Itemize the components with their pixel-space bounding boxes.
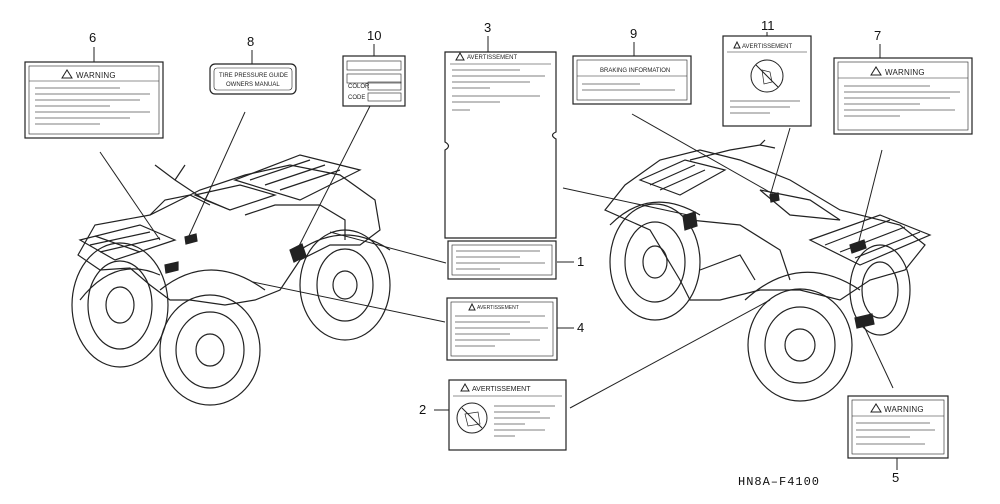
label-10-code: CODE bbox=[348, 95, 365, 101]
label-3-avertissement: AVERTISSEMENT bbox=[444, 51, 557, 239]
label-6-title: WARNING bbox=[76, 71, 116, 80]
label-8-line2: OWNERS MANUAL bbox=[226, 82, 280, 88]
label-7-title: WARNING bbox=[885, 68, 925, 77]
label-6-warning: WARNING bbox=[24, 61, 164, 139]
label-8-tire-pressure: TIRE PRESSURE GUIDE OWNERS MANUAL bbox=[209, 63, 297, 95]
callout-8: 8 bbox=[247, 34, 254, 49]
label-5-title: WARNING bbox=[884, 405, 924, 414]
label-4-title: AVERTISSEMENT bbox=[477, 305, 519, 311]
callout-11: 11 bbox=[761, 18, 775, 33]
callout-9: 9 bbox=[630, 26, 637, 41]
label-8-line1: TIRE PRESSURE GUIDE bbox=[219, 73, 288, 79]
label-4-avertissement: AVERTISSEMENT bbox=[446, 297, 558, 361]
callout-4: 4 bbox=[577, 320, 584, 335]
atv-right-illustration bbox=[604, 139, 932, 402]
label-11-avertissement: AVERTISSEMENT bbox=[722, 35, 812, 127]
callout-1: 1 bbox=[577, 254, 584, 269]
callout-7: 7 bbox=[874, 28, 881, 43]
label-7-warning: WARNING bbox=[833, 57, 973, 135]
label-10-color: COLOR bbox=[348, 84, 370, 90]
callout-numbers: 6 8 10 3 9 11 7 1 4 2 5 bbox=[89, 18, 899, 485]
label-3-title: AVERTISSEMENT bbox=[467, 55, 517, 61]
label-11-title: AVERTISSEMENT bbox=[742, 44, 792, 50]
callout-5: 5 bbox=[892, 470, 899, 485]
callout-2: 2 bbox=[419, 402, 426, 417]
label-10-color-code: COLOR CODE bbox=[342, 55, 406, 107]
atv-left-illustration bbox=[71, 154, 391, 406]
label-2-title: AVERTISSEMENT bbox=[472, 386, 531, 393]
label-9-title: BRAKING INFORMATION bbox=[600, 68, 670, 74]
callout-6: 6 bbox=[89, 30, 96, 45]
leader-lines bbox=[99, 105, 894, 411]
callout-10: 10 bbox=[367, 28, 381, 43]
label-5-warning: WARNING bbox=[847, 395, 949, 459]
callout-3: 3 bbox=[484, 20, 491, 35]
label-2-avertissement: AVERTISSEMENT bbox=[448, 379, 567, 451]
label-9-braking: BRAKING INFORMATION bbox=[572, 55, 692, 105]
label-1 bbox=[447, 240, 557, 280]
part-code: HN8A–F4100 bbox=[738, 475, 820, 489]
